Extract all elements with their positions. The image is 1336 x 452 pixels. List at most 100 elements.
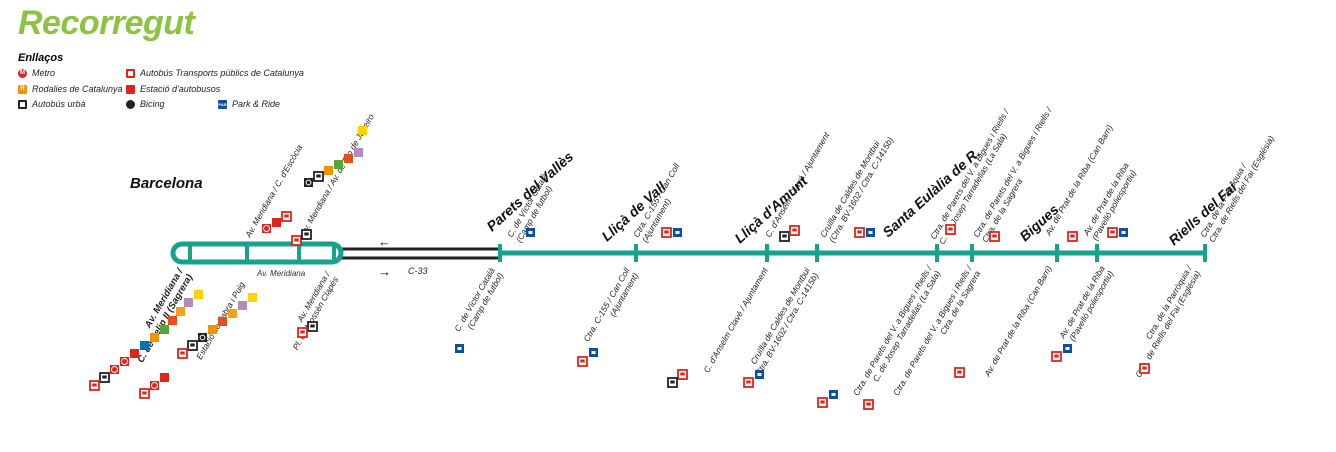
meridiana-loop	[170, 241, 344, 265]
legend-item-tpc-bus: Autobús Transports públics de Catalunya	[126, 68, 304, 78]
urban-bus-icon	[307, 321, 318, 332]
park-ride-icon	[755, 370, 764, 379]
legend-label: Autobús Transports públics de Catalunya	[140, 68, 304, 78]
metro-icon: M	[18, 68, 27, 78]
legend-label: Park & Ride	[232, 99, 281, 109]
r7-icon	[184, 298, 193, 307]
stop-marker	[935, 244, 939, 262]
urban-bus-icon	[301, 229, 312, 240]
bicing-icon	[197, 332, 208, 343]
r3-icon	[168, 316, 177, 325]
stop-marker	[815, 244, 819, 262]
stop-label: Av. de Prat de la Riba(Pavelló poliespor…	[1057, 264, 1116, 346]
l1-icon	[130, 349, 139, 358]
tpc-bus-icon	[677, 369, 688, 380]
stop-label: Ctra. de la Parròquia /Ctra. de Riells d…	[1198, 129, 1276, 244]
tpc-bus-icon	[89, 380, 100, 391]
park-ride-icon	[673, 228, 682, 237]
r3-icon	[218, 317, 227, 326]
r7-icon	[354, 148, 363, 157]
r12-icon	[248, 293, 257, 302]
metro-icon	[109, 364, 120, 375]
stop-marker	[245, 244, 249, 262]
tpc-bus-icon	[1107, 227, 1118, 238]
arrow-left-icon: ←	[378, 234, 391, 249]
stop-label: C. d'Anselm Clavé / Ajuntament	[763, 130, 832, 239]
tpc-bus-icon	[177, 348, 188, 359]
stop-marker	[188, 244, 192, 262]
stop-marker	[634, 244, 638, 262]
park-ride-icon	[866, 228, 875, 237]
tpc-bus-icon	[291, 235, 302, 246]
tpc-bus-icon	[1139, 363, 1150, 374]
urban-bus-icon	[667, 377, 678, 388]
stop-label: Av. Meridiana /Pl. de Mossèn Clapés	[282, 269, 341, 352]
legend-item-metro: M Metro	[18, 68, 55, 78]
bus-station-icon	[126, 84, 135, 94]
tpc-bus-icon	[1067, 231, 1078, 242]
r12-icon	[358, 126, 367, 135]
city-label: Barcelona	[130, 175, 203, 192]
park-ride-icon	[829, 390, 838, 399]
legend-item-urban-bus: Autobús urbà	[18, 99, 86, 109]
l5-icon	[140, 341, 149, 350]
tpc-bus-icon	[661, 227, 672, 238]
park-ride-icon	[526, 228, 535, 237]
r2-icon	[334, 160, 343, 169]
r7-icon	[238, 301, 247, 310]
tpc-bus-icon	[281, 211, 292, 222]
r12-icon	[194, 290, 203, 299]
stop-marker	[297, 244, 301, 262]
l9-icon	[150, 333, 159, 342]
arrow-right-icon: →	[378, 264, 391, 279]
stop-marker	[332, 244, 336, 262]
urban-bus-icon	[18, 99, 27, 109]
r3-icon	[344, 154, 353, 163]
tpc-bus-icon	[989, 231, 1000, 242]
metro-icon	[119, 356, 130, 367]
urban-bus-icon	[187, 340, 198, 351]
road-label: C-33	[408, 266, 428, 276]
stop-marker	[970, 244, 974, 262]
r4-icon	[228, 309, 237, 318]
legend-item-bus-station: Estació d'autobusos	[126, 84, 220, 94]
rodalies-icon	[324, 166, 333, 175]
stop-marker	[1095, 244, 1099, 262]
tpc-bus-icon	[945, 224, 956, 235]
tpc-bus-icon	[126, 68, 135, 78]
urban-bus-icon	[313, 171, 324, 182]
tpc-bus-icon	[1051, 351, 1062, 362]
stop-marker	[1055, 244, 1059, 262]
r4-icon	[176, 307, 185, 316]
rodalies-icon: R	[18, 84, 27, 94]
park-ride-icon	[1063, 344, 1072, 353]
legend-item-bicing: Bicing	[126, 99, 165, 109]
page-title: Recorregut	[18, 4, 195, 42]
legend-heading: Enllaços	[18, 52, 64, 64]
stop-label: C. de Víctor Català(Camp de futbol)	[452, 266, 505, 338]
legend-label: Bicing	[140, 99, 165, 109]
stop-label: Ctra. de la Parròquia /Ctra. de Riells d…	[1124, 263, 1203, 380]
tpc-bus-icon	[954, 367, 965, 378]
l1-icon	[272, 218, 281, 227]
tpc-bus-icon	[297, 327, 308, 338]
tpc-bus-icon	[863, 399, 874, 410]
legend-item-park-ride: P&R Park & Ride	[218, 99, 280, 109]
metro-icon	[149, 380, 160, 391]
tpc-bus-icon	[854, 227, 865, 238]
tpc-bus-icon	[817, 397, 828, 408]
legend-label: Rodalies de Catalunya	[32, 84, 123, 94]
urban-bus-icon	[99, 372, 110, 383]
tpc-bus-icon	[743, 377, 754, 388]
tpc-bus-icon	[577, 356, 588, 367]
stop-markers	[188, 244, 1207, 262]
bicing-icon	[303, 177, 314, 188]
stop-label: Av. de Prat de la Riba (Can Barri)	[982, 264, 1054, 379]
urban-bus-icon	[779, 231, 790, 242]
legend-item-rodalies: R Rodalies de Catalunya	[18, 84, 123, 94]
stop-marker	[498, 244, 502, 262]
stop-marker	[1203, 244, 1207, 262]
park-ride-icon	[1119, 228, 1128, 237]
metro-icon	[261, 223, 272, 234]
